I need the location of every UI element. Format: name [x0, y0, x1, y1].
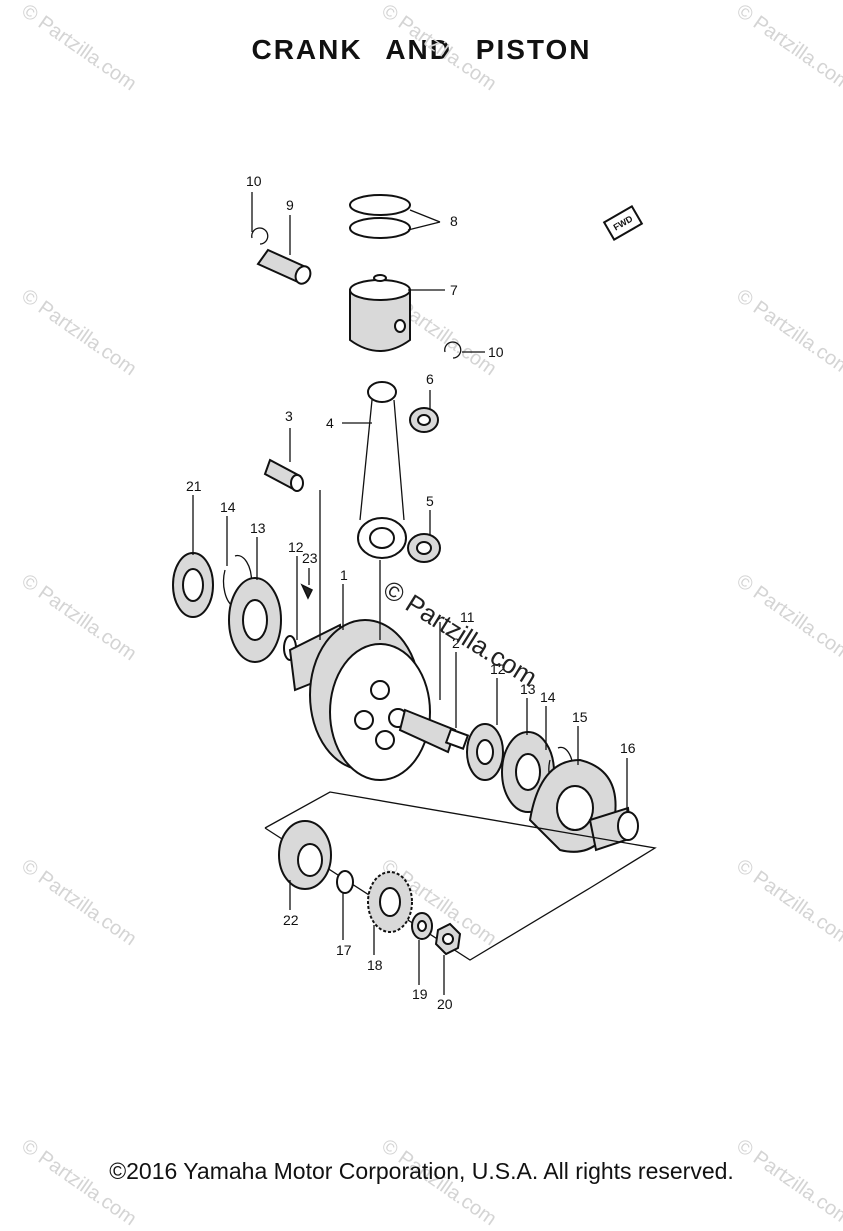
o-ring[interactable] [336, 870, 354, 894]
leader-lines [192, 192, 628, 995]
callout-9: 9 [286, 197, 294, 213]
callout-22: 22 [283, 912, 299, 928]
piston-rings[interactable] [349, 194, 411, 239]
connecting-rod[interactable] [357, 381, 407, 559]
crank-spacer[interactable] [588, 806, 639, 852]
piston-pin-clip[interactable] [444, 341, 462, 359]
callout-10-upper: 10 [246, 173, 262, 189]
copyright-footer: ©2016 Yamaha Motor Corporation, U.S.A. A… [109, 1158, 734, 1184]
big-end-bearing[interactable] [407, 533, 441, 563]
primary-oil-seal[interactable] [278, 820, 332, 890]
piston-pin[interactable] [256, 248, 313, 286]
callout-20: 20 [437, 996, 453, 1012]
callout-5: 5 [426, 493, 434, 509]
callout-12-right: 12 [490, 661, 506, 677]
crank-shim-right[interactable] [466, 723, 504, 781]
callout-3: 3 [285, 408, 293, 424]
callout-7: 7 [450, 282, 458, 298]
primary-drive-group-outline [264, 791, 657, 961]
callout-15: 15 [572, 709, 588, 725]
callout-14-left: 14 [220, 499, 236, 515]
callout-12-left: 12 [288, 539, 304, 555]
primary-drive-gear[interactable] [367, 871, 413, 933]
piston[interactable] [349, 274, 411, 352]
callout-14-right: 14 [540, 689, 556, 705]
callout-1: 1 [340, 567, 348, 583]
small-end-bearing[interactable] [409, 407, 439, 433]
callout-19: 19 [412, 986, 428, 1002]
callout-2: 2 [452, 635, 460, 651]
callout-6: 6 [426, 371, 434, 387]
callout-8: 8 [450, 213, 458, 229]
crank-bearing-left[interactable] [228, 577, 282, 663]
callout-18: 18 [367, 957, 383, 973]
crank-nut[interactable] [434, 922, 462, 956]
callout-17: 17 [336, 942, 352, 958]
callout-11: 11 [460, 609, 475, 625]
callout-13-right: 13 [520, 681, 536, 697]
piston-pin-clip[interactable] [251, 227, 269, 245]
callout-10-lower: 10 [488, 344, 504, 360]
woodruff-key[interactable] [300, 583, 314, 600]
exploded-parts-diagram: 10 9 8 7 10 6 4 3 5 21 14 13 12 23 1 11 … [172, 173, 657, 1012]
diagram-title: CRANK AND PISTON [251, 34, 592, 65]
crankshaft-assembly[interactable] [288, 619, 470, 781]
callout-13-left: 13 [250, 520, 266, 536]
callout-21: 21 [186, 478, 202, 494]
callout-16: 16 [620, 740, 636, 756]
crank-pin[interactable] [263, 458, 304, 492]
gear-washer[interactable] [411, 912, 433, 940]
callout-4: 4 [326, 415, 334, 431]
crankcase-oil-seal[interactable] [172, 552, 214, 618]
callout-23: 23 [302, 550, 318, 566]
